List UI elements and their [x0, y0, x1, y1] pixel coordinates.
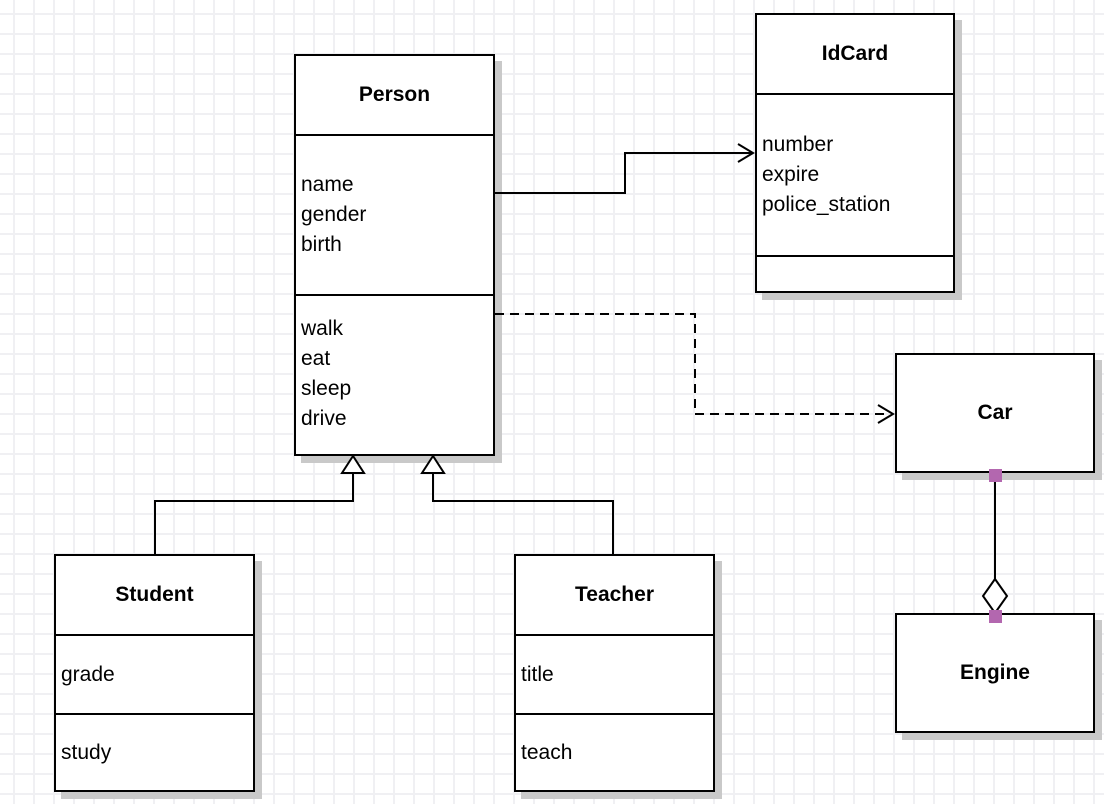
class-box-idcard[interactable]: IdCard number expire police_station: [755, 13, 955, 293]
attribute-row: number: [762, 133, 834, 156]
generalization-teacher-person[interactable]: [420, 454, 614, 555]
attribute-row: expire: [762, 163, 820, 186]
class-title-person: Person: [358, 83, 431, 106]
hollow-diamond-icon: [981, 577, 1009, 615]
attribute-row: grade: [61, 662, 115, 686]
open-arrowhead-icon: [877, 404, 895, 424]
hollow-triangle-icon: [420, 454, 446, 474]
idcard-methods-section: [757, 255, 953, 291]
dependency-person-car[interactable]: [495, 313, 895, 424]
association-person-idcard[interactable]: [495, 143, 755, 194]
attribute-row: name: [301, 173, 354, 196]
open-arrowhead-icon: [737, 143, 755, 163]
class-title-student: Student: [115, 583, 194, 606]
teacher-methods-section: teach: [516, 713, 713, 790]
class-title-teacher: Teacher: [575, 583, 654, 606]
attribute-row: gender: [301, 203, 367, 226]
method-row: eat: [301, 347, 331, 370]
teacher-attributes-section: title: [516, 634, 713, 713]
hollow-triangle-icon: [340, 454, 366, 474]
class-title-idcard: IdCard: [821, 42, 889, 65]
class-box-engine[interactable]: Engine: [895, 613, 1095, 733]
method-row: teach: [521, 740, 573, 764]
generalization-student-person[interactable]: [154, 454, 366, 555]
attribute-row: police_station: [762, 193, 891, 216]
attribute-row: birth: [301, 233, 342, 256]
class-box-student[interactable]: Student grade study: [54, 554, 255, 792]
class-title-car: Car: [977, 401, 1013, 424]
student-attributes-section: grade: [56, 634, 253, 713]
method-row: drive: [301, 407, 347, 430]
method-row: study: [61, 740, 112, 764]
student-methods-section: study: [56, 713, 253, 790]
person-methods-section: walk eat sleep drive: [296, 294, 493, 452]
class-box-teacher[interactable]: Teacher title teach: [514, 554, 715, 792]
idcard-attributes-section: number expire police_station: [757, 93, 953, 255]
method-row: sleep: [301, 377, 352, 400]
aggregation-car-engine[interactable]: [981, 469, 1009, 623]
class-box-person[interactable]: Person name gender birth walk eat sleep …: [294, 54, 495, 456]
class-box-car[interactable]: Car: [895, 353, 1095, 473]
class-title-engine: Engine: [959, 661, 1030, 684]
person-attributes-section: name gender birth: [296, 134, 493, 294]
method-row: walk: [301, 317, 344, 340]
attribute-row: title: [521, 662, 554, 686]
